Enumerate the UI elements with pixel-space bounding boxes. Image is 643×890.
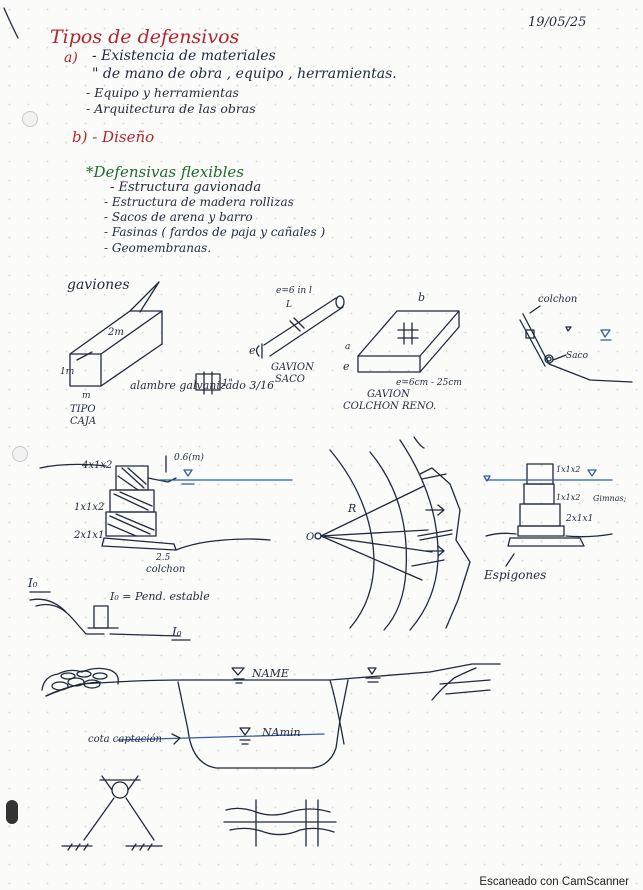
binder-hole-shadow: [6, 800, 18, 824]
label-gaviones: gaviones: [67, 277, 130, 293]
label-gavion-reno: GAVION: [367, 389, 411, 400]
binder-hole: [12, 446, 28, 462]
label-tipo: TIPO: [70, 404, 96, 415]
label-1x1x2: 1x1x2: [74, 502, 104, 513]
label-reno-a: a: [345, 342, 350, 352]
gavion-reno-sketch: b a e e=6cm - 25cm GAVION COLCHON RENO.: [343, 291, 462, 412]
page-edge-mark: [3, 7, 19, 39]
gavion-saco-sketch: e=6 in l L e GAVION SACO: [249, 286, 345, 385]
label-1m: 1m: [60, 367, 74, 377]
label-colchon: colchon: [538, 294, 577, 305]
espigones-sketch: 1x1x2 1x1x2 2x1x1 Gimnas; Espigones: [483, 463, 627, 582]
date: 19/05/25: [528, 15, 587, 30]
label-m: m: [82, 391, 91, 401]
channel-section-sketch: NAME NAmin cota captación: [41, 663, 501, 769]
plan-radius-sketch: R O: [306, 436, 471, 631]
label-esp-1: 1x1x2: [556, 465, 580, 474]
binder-hole: [22, 111, 38, 127]
label-saco-slope: Saco: [566, 351, 589, 361]
flexibles-item: - Geomembranas.: [104, 241, 212, 255]
label-saco-e: e: [249, 344, 256, 357]
label-reno-dims: e=6cm - 25cm: [396, 378, 462, 388]
label-25: 2.5: [155, 553, 171, 563]
flexibles-item: - Sacos de arena y barro: [104, 210, 253, 224]
label-name: NAME: [251, 667, 289, 680]
label-espigones: Espigones: [483, 568, 546, 582]
section-b-heading: b) - Diseño: [72, 128, 155, 146]
label-2m: 2m: [107, 327, 124, 338]
flexibles-item: - Estructura de madera rollizas: [104, 195, 294, 209]
colchon-slope-sketch: colchon Saco: [519, 294, 633, 383]
flexibles-item: - Fasinas ( fardos de paja y cañales ): [104, 225, 326, 239]
figure-sketch: [61, 775, 163, 851]
flexibles-item: - Estructura gavionada: [110, 180, 262, 195]
section-a-line-4: - Arquitectura de las obras: [86, 101, 256, 116]
label-4x1x2: 4x1x2: [81, 460, 112, 471]
label-namin: NAmin: [261, 726, 301, 739]
pendiente-sketch: I₀ I₀ = Pend. estable I₀: [27, 576, 210, 641]
label-saco-dims: e=6 in l: [276, 286, 312, 296]
label-saco: SACO: [275, 374, 305, 385]
label-06: 0.6(m): [174, 452, 204, 463]
grid-sketch: [223, 799, 337, 847]
section-a-marker: a): [64, 50, 78, 66]
label-R: R: [347, 502, 356, 515]
label-io-top: I₀: [27, 576, 38, 590]
section-a-line-1: - Existencia de materiales: [92, 48, 276, 64]
flexibles-heading: *Defensivas flexibles: [86, 163, 244, 181]
label-io-eq: I₀ = Pend. estable: [109, 590, 210, 603]
label-io-bottom: I₀: [171, 625, 182, 639]
label-esp-gimnas: Gimnas;: [593, 494, 627, 503]
label-O: O: [306, 532, 314, 543]
label-cota-captacion: cota captación: [88, 734, 162, 745]
section-a-line-2: " de mano de obra , equipo , herramienta…: [92, 66, 397, 82]
label-1in: 1": [222, 378, 233, 389]
label-colchon-sec: colchon: [146, 564, 185, 575]
page-title: Tipos de defensivos: [50, 26, 240, 48]
label-2x1x1: 2x1x1: [73, 530, 104, 541]
section-a-line-3: - Equipo y herramientas: [86, 85, 239, 100]
gavion-caja-sketch: gaviones 2m 1m m TIPO CAJA alambre galva…: [60, 277, 274, 427]
label-caja: CAJA: [70, 416, 96, 427]
gavion-section-sketch: 4x1x2 1x1x2 2x1x1 0.6(m) 2.5 colchon: [39, 452, 293, 575]
label-esp-2: 1x1x2: [556, 493, 580, 502]
label-reno-e: e: [343, 360, 350, 373]
label-colchon-reno: COLCHON RENO.: [343, 401, 436, 412]
label-reno-b: b: [418, 291, 425, 304]
label-esp-3: 2x1x1: [565, 514, 593, 524]
label-gavion: GAVION: [271, 362, 315, 373]
label-saco-L: L: [285, 300, 292, 310]
label-alambre: alambre galvanizado 3/16: [130, 379, 274, 392]
scanner-watermark: Escaneado con CamScanner: [479, 876, 629, 888]
